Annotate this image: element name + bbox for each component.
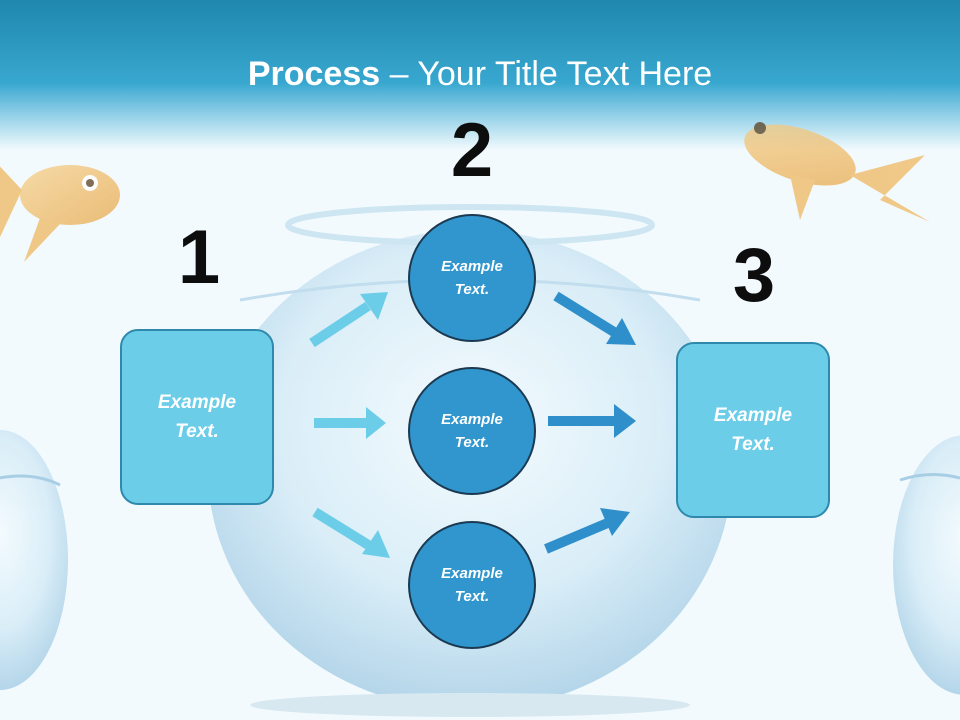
title-rest: – Your Title Text Here bbox=[380, 55, 713, 93]
step-number-1: 1 bbox=[177, 215, 221, 300]
right-fishbowl bbox=[893, 435, 960, 695]
middle-circle-label: Example Text. bbox=[441, 411, 503, 451]
top-process-circle[interactable]: Example Text. bbox=[408, 214, 536, 342]
goldfish-right bbox=[744, 122, 930, 222]
step-number-3: 3 bbox=[732, 233, 776, 318]
title-banner bbox=[0, 0, 960, 150]
goldfish-left bbox=[0, 165, 120, 262]
left-box-label: Example Text. bbox=[157, 392, 237, 442]
right-box-label: Example Text. bbox=[713, 405, 793, 455]
arrow-to-top-circle bbox=[309, 292, 388, 348]
middle-process-circle[interactable]: Example Text. bbox=[408, 367, 536, 495]
title-bold: Process bbox=[247, 55, 381, 93]
top-circle-label: Example Text. bbox=[441, 258, 503, 298]
arrow-from-middle-circle bbox=[548, 404, 636, 438]
arrow-to-middle-circle bbox=[314, 407, 386, 439]
left-fishbowl bbox=[0, 430, 68, 690]
bottom-process-circle[interactable]: Example Text. bbox=[408, 521, 536, 649]
right-process-box[interactable]: Example Text. bbox=[676, 342, 830, 518]
bottom-circle-label: Example Text. bbox=[441, 565, 503, 605]
slide-title: Process – Your Title Text Here bbox=[0, 52, 960, 96]
arrow-from-bottom-circle bbox=[544, 508, 630, 554]
arrow-from-top-circle bbox=[553, 291, 636, 345]
arrow-to-bottom-circle bbox=[312, 507, 390, 558]
step-number-2: 2 bbox=[450, 108, 494, 193]
left-process-box[interactable]: Example Text. bbox=[120, 329, 274, 505]
